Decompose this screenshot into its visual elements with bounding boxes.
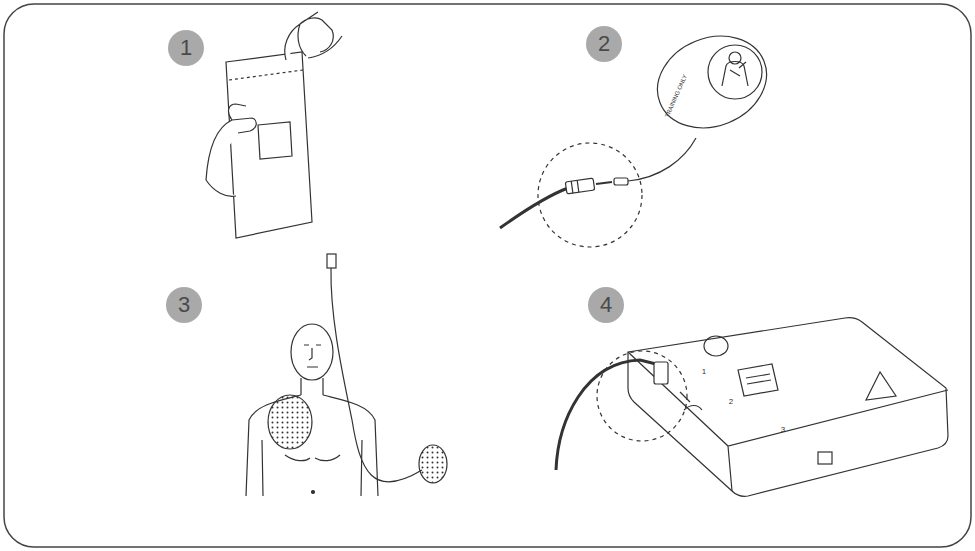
step-number-circle: 1 (168, 30, 204, 66)
connector-illustration (500, 20, 780, 247)
upper-pad (268, 395, 312, 449)
lower-pad (419, 445, 447, 483)
pad-plug (614, 178, 628, 185)
wire-plug (327, 254, 336, 268)
neck (301, 378, 323, 395)
status-square (818, 452, 832, 464)
device-cable (500, 188, 568, 228)
step-number: 1 (180, 37, 192, 59)
step-number-circle: 2 (586, 26, 622, 62)
step-number: 3 (178, 294, 190, 316)
step-number-circle: 3 (166, 287, 202, 323)
device-step-number: 1 (702, 368, 706, 376)
navel (312, 491, 315, 494)
packet-illustration (206, 12, 342, 238)
packet-square (258, 122, 292, 159)
pad-figure (722, 52, 748, 86)
torso (246, 395, 378, 496)
aed-body (628, 318, 948, 497)
right-hand (285, 12, 342, 60)
power-button (704, 336, 728, 356)
step-number-circle: 4 (588, 287, 624, 323)
tear-line (229, 70, 303, 80)
body-lines (262, 440, 362, 496)
placement-illustration (246, 254, 447, 496)
step-number: 2 (598, 33, 610, 55)
device-step-number: 3 (781, 426, 785, 434)
screen (738, 364, 778, 396)
pad-packet (226, 52, 312, 238)
face (304, 345, 321, 367)
left-hand (206, 104, 256, 196)
screen-lines (746, 374, 771, 384)
pad-emblem (708, 45, 762, 99)
device-step-number: 2 (729, 398, 733, 406)
aed-edges (628, 352, 948, 491)
pad-wire (628, 138, 696, 181)
shock-triangle (866, 372, 896, 400)
cable-plug (565, 178, 594, 194)
cable-plug (654, 362, 668, 384)
device-illustration (556, 318, 948, 497)
pad-cable (556, 360, 656, 470)
training-pad (644, 20, 781, 144)
frame (4, 4, 971, 547)
port-icon (680, 392, 702, 410)
step-number: 4 (600, 294, 612, 316)
head (291, 324, 333, 380)
detail-circle (597, 351, 687, 441)
plug-pin (596, 182, 612, 184)
